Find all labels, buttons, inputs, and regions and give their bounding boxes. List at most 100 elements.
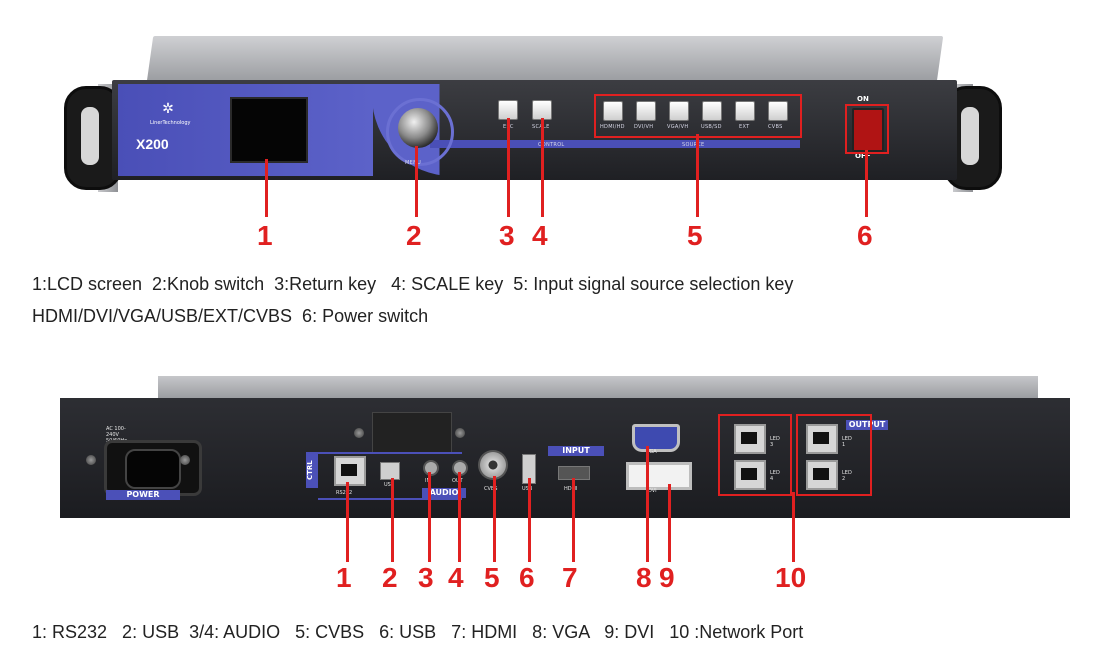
screw-icon (180, 455, 190, 465)
model-name: X200 (136, 136, 169, 152)
callout-line-5 (696, 134, 699, 217)
rear-callout-9: 9 (659, 562, 675, 593)
audio-in-jack[interactable] (423, 460, 439, 476)
rear-callout-6: 6 (519, 562, 535, 593)
rear-chassis-top (158, 376, 1038, 398)
led-port-2[interactable] (806, 460, 838, 490)
front-chassis-top (146, 36, 944, 82)
usb2-label: USB (522, 486, 532, 492)
output-group-highlight-left (718, 414, 792, 496)
output-label: OUTPUT (846, 420, 888, 430)
callout-line-2 (415, 146, 418, 217)
cvbs-label: CVBS (484, 486, 498, 492)
rear-callout-2: 2 (382, 562, 398, 593)
rear-callout-line-4 (458, 472, 461, 562)
ctrl-label: CTRL (306, 452, 318, 488)
output-group-highlight-right (796, 414, 872, 496)
knob-ring (386, 98, 454, 166)
source-key-vga[interactable] (669, 101, 689, 121)
rear-callout-line-1 (346, 482, 349, 562)
vga-label: VGA (646, 449, 657, 455)
usb-label: USB (384, 482, 395, 488)
led-label-4: LED 4 (770, 470, 780, 482)
source-key-ext[interactable] (735, 101, 755, 121)
rear-callout-3: 3 (418, 562, 434, 593)
callout-6: 6 (857, 220, 873, 251)
source-key-label-vga: VGA/VH (667, 124, 689, 130)
usb-b-port[interactable] (380, 462, 400, 480)
ctrl-frame (318, 452, 462, 500)
rear-chassis (60, 398, 1070, 518)
dvi-label: DVI (648, 488, 657, 494)
source-key-label-usb: USB/SD (701, 124, 722, 130)
rear-callout-1: 1 (336, 562, 352, 593)
control-label: CONTROL (538, 142, 565, 148)
blue-strip (430, 140, 800, 148)
callout-4: 4 (532, 220, 548, 251)
source-key-hdmi[interactable] (603, 101, 623, 121)
callout-line-3 (507, 118, 510, 217)
callout-line-4 (541, 118, 544, 217)
source-key-label-ext: EXT (739, 124, 750, 130)
input-label: INPUT (548, 446, 604, 456)
cover-plate (372, 412, 452, 454)
rear-callout-10: 10 (775, 562, 807, 593)
power-label: POWER (106, 490, 180, 500)
callout-3: 3 (499, 220, 515, 251)
hdmi-label: HDMI (564, 486, 578, 492)
front-description-line-1: 1:LCD screen 2:Knob switch 3:Return key … (32, 274, 794, 294)
front-description-line-2: HDMI/DVI/VGA/USB/EXT/CVBS 6: Power switc… (32, 306, 429, 326)
rear-callout-4: 4 (448, 562, 464, 593)
rear-callout-line-8 (646, 446, 649, 562)
screw-icon (354, 428, 364, 438)
rear-description: 1: RS232 2: USB 3/4: AUDIO 5: CVBS 6: US… (32, 622, 804, 642)
rear-callout-line-5 (493, 476, 496, 562)
rear-callout-line-6 (528, 478, 531, 562)
source-key-dvi[interactable] (636, 101, 656, 121)
cvbs-bnc-connector[interactable] (478, 450, 508, 480)
audio-in-label: IN (425, 478, 430, 484)
esc-key[interactable] (498, 100, 518, 120)
power-inlet[interactable] (104, 440, 202, 496)
vga-port[interactable] (632, 424, 680, 452)
screw-icon (86, 455, 96, 465)
knob-label: MENU (405, 160, 422, 166)
power-switch-highlight (845, 104, 889, 154)
rear-callout-8: 8 (636, 562, 652, 593)
lcd-screen (230, 97, 308, 163)
scale-key-label: SCALE (532, 124, 550, 130)
dvi-port[interactable] (626, 462, 692, 490)
audio-label: AUDIO (422, 488, 466, 498)
power-switch[interactable] (852, 108, 884, 152)
knob-switch[interactable] (398, 108, 438, 148)
led-port-1[interactable] (806, 424, 838, 454)
rear-callout-5: 5 (484, 562, 500, 593)
callout-5: 5 (687, 220, 703, 251)
source-key-label-hdmi: HDMI/HD (600, 124, 625, 130)
source-key-label-cvbs: CVBS (768, 124, 783, 130)
led-label-3: LED 3 (770, 436, 780, 448)
callout-line-6 (865, 150, 868, 217)
led-port-4[interactable] (734, 460, 766, 490)
power-off-label: OFF (855, 152, 871, 160)
scale-key[interactable] (532, 100, 552, 120)
rear-callout-line-7 (572, 478, 575, 562)
led-label-2: LED 2 (842, 470, 852, 482)
rear-callout-line-3 (428, 472, 431, 562)
rear-callout-line-9 (668, 484, 671, 562)
led-label-1: LED 1 (842, 436, 852, 448)
rear-callout-line-2 (391, 478, 394, 562)
source-key-cvbs[interactable] (768, 101, 788, 121)
callout-1: 1 (257, 220, 273, 251)
led-port-3[interactable] (734, 424, 766, 454)
callout-2: 2 (406, 220, 422, 251)
rs232-port[interactable] (334, 456, 366, 486)
source-label: SOURCE (682, 142, 705, 148)
callout-line-1 (265, 159, 268, 217)
source-key-usb[interactable] (702, 101, 722, 121)
rear-callout-line-10 (792, 492, 795, 562)
brand-logo-icon: ✲ (162, 101, 174, 117)
screw-icon (455, 428, 465, 438)
audio-out-label: OUT (452, 478, 463, 484)
rs232-label: RS232 (336, 490, 353, 496)
